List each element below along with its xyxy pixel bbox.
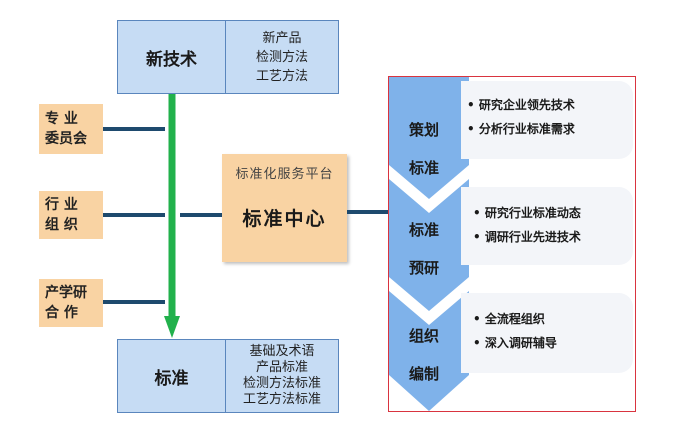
top-box-item: 检测方法	[255, 49, 308, 65]
flow-arrow	[164, 94, 180, 338]
center-title: 标准中心	[242, 207, 327, 230]
side-box-line: 委员会	[45, 131, 87, 147]
chevron-stage-3	[389, 291, 469, 411]
stage-bullet: 全流程组织	[473, 307, 557, 331]
connector-line	[103, 300, 165, 304]
side-box-line: 行 业	[45, 197, 78, 213]
bottom-box: 标准 基础及术语 产品标准 检测方法标准 工艺方法标准	[117, 339, 339, 413]
side-box-line: 合 作	[45, 305, 78, 321]
top-box: 新技术 新产品 检测方法 工艺方法	[117, 20, 339, 94]
center-box: 标准化服务平台 标准中心	[222, 154, 347, 262]
bottom-box-item: 工艺方法标准	[242, 392, 321, 407]
stage-label-plan: 策划 标准	[409, 111, 439, 187]
center-subtitle: 标准化服务平台	[235, 166, 334, 182]
stage-bullet: 研究行业标准动态	[473, 201, 581, 225]
connector-line	[347, 210, 389, 214]
top-box-items: 新产品 检测方法 工艺方法	[226, 21, 338, 93]
stage-bullets-preresearch: 研究行业标准动态 调研行业先进技术	[473, 201, 581, 249]
connector-line	[180, 213, 222, 217]
chevron-stage-2	[389, 179, 469, 311]
stage-bullet: 研究企业领先技术	[467, 93, 575, 117]
bottom-box-item: 基础及术语	[249, 344, 315, 359]
stage-label-line: 标准	[409, 221, 440, 239]
side-box-committee: 专 业 委员会	[39, 104, 103, 154]
side-box-line: 组 织	[45, 217, 78, 233]
chevron-stage-1	[389, 77, 469, 199]
stage-label-line: 组织	[409, 327, 440, 345]
side-box-research: 产学研 合 作	[39, 279, 103, 327]
bottom-box-items: 基础及术语 产品标准 检测方法标准 工艺方法标准	[226, 340, 338, 412]
flow-arrow-head	[164, 316, 180, 338]
stage-label-compile: 组织 编制	[409, 317, 439, 393]
stage-label-preresearch: 标准 预研	[409, 211, 439, 287]
connector-line	[103, 127, 165, 131]
stage-label-line: 编制	[409, 365, 440, 383]
side-box-line: 产学研	[45, 285, 87, 301]
side-box-industry: 行 业 组 织	[39, 191, 103, 239]
stage-bullet: 调研行业先进技术	[473, 225, 581, 249]
stage-bullet: 分析行业标准需求	[467, 117, 575, 141]
stage-label-line: 标准	[409, 159, 440, 177]
connector-line	[103, 213, 165, 217]
flow-arrow-shaft	[168, 94, 176, 320]
top-box-item: 新产品	[262, 30, 302, 46]
stage-label-line: 预研	[409, 259, 440, 277]
stage-bullets-plan: 研究企业领先技术 分析行业标准需求	[467, 93, 575, 141]
stage-bullet: 深入调研辅导	[473, 331, 557, 355]
top-box-item: 工艺方法	[255, 68, 308, 84]
stage-label-line: 策划	[409, 121, 440, 139]
bottom-box-item: 产品标准	[255, 360, 308, 375]
side-box-line: 专 业	[45, 111, 78, 127]
stage-bullets-compile: 全流程组织 深入调研辅导	[473, 307, 557, 355]
bottom-box-title: 标准	[118, 340, 226, 412]
bottom-box-item: 检测方法标准	[242, 376, 321, 391]
chevron-background	[389, 77, 469, 411]
process-frame: 策划 标准 研究企业领先技术 分析行业标准需求 标准 预研 研究行业标准动态 调…	[388, 76, 636, 412]
top-box-title: 新技术	[118, 21, 226, 93]
